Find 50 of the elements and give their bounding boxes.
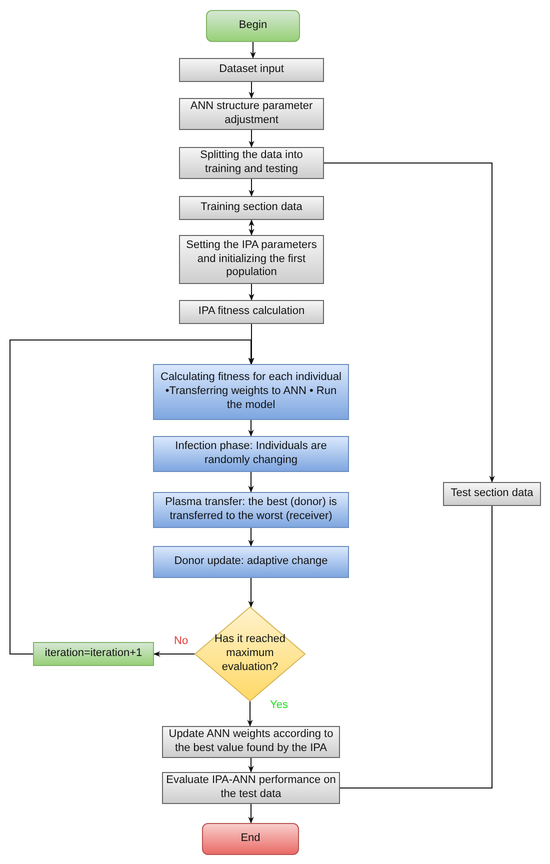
node-text: Calculating fitness for each individual •Transferring weights to ANN • Run the model [160,371,342,413]
start-terminal [206,10,300,42]
arrow [153,651,196,657]
node-text: Splitting the data into training and testing [199,149,304,177]
process-box [153,436,349,472]
arrow [248,82,254,99]
node-text: End [240,832,260,846]
arrow [248,130,254,148]
arrow [248,758,254,773]
arrow [248,804,254,824]
arrow [248,420,254,437]
node-text: Has it reached maximum evaluation? [214,633,286,675]
process-box [153,492,349,528]
arrow [248,178,254,197]
node-text: iteration=iteration+1 [44,647,142,661]
arrow [10,340,254,654]
arrow [247,700,253,727]
node-text: IPA fitness calculation [198,305,305,319]
arrow [324,162,495,483]
arrow [248,578,254,608]
node-text: Training section data [200,201,302,215]
process-box [153,546,349,578]
node-text: Infection phase: Individuals are randomly changing [174,440,328,468]
process-box [33,642,154,666]
process-box [179,147,324,179]
decision-diamond [195,607,305,701]
process-box [179,196,324,220]
node-text: Plasma transfer: the best (donor) is transferred to the worst (receiver) [164,496,338,524]
arrow [248,472,254,493]
process-box [179,58,324,82]
node-text: Test section data [450,487,534,501]
arrow [248,219,254,236]
node-text: Donor update: adaptive change [174,555,328,569]
arrow [248,324,254,365]
process-box [162,726,340,758]
node-text: Dataset input [219,63,284,77]
process-box [153,364,349,420]
node-text: Setting the IPA parameters and initializing the first population [185,238,318,280]
arrow [248,528,254,547]
process-box [179,300,324,324]
arrow [248,284,254,301]
process-box [179,98,324,130]
node-text: Begin [238,19,268,33]
end-terminal [202,823,299,855]
node-text: ANN structure parameter adjustment [189,100,314,128]
process-box [179,235,324,284]
arrow [250,42,256,59]
node-text: Evaluate IPA-ANN performance on the test data [166,774,336,802]
process-box [443,482,541,506]
node-text: Update ANN weights according to the best value found by the IPA [168,728,334,756]
